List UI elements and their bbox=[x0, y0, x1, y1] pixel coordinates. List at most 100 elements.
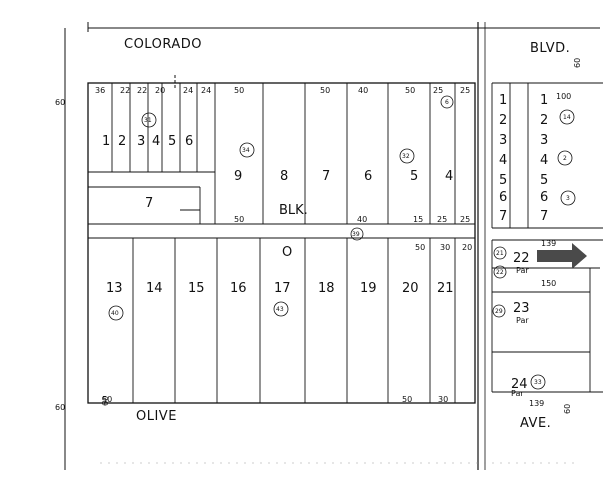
street-olive: OLIVE bbox=[136, 409, 177, 424]
svg-text:50: 50 bbox=[234, 215, 244, 224]
svg-text:6: 6 bbox=[499, 190, 507, 205]
svg-text:13: 13 bbox=[106, 281, 123, 296]
street-width-top: 60 bbox=[573, 58, 582, 68]
svg-text:15: 15 bbox=[413, 215, 423, 224]
east-dims: 100 139 150 139 bbox=[529, 92, 571, 408]
north-small-lots bbox=[88, 83, 216, 224]
svg-text:25: 25 bbox=[433, 86, 443, 95]
svg-text:36: 36 bbox=[95, 86, 105, 95]
block-id: O bbox=[282, 245, 292, 260]
north-large-lots bbox=[262, 83, 456, 224]
svg-text:24: 24 bbox=[201, 86, 211, 95]
svg-text:4: 4 bbox=[499, 153, 507, 168]
street-width-south-left: 60 bbox=[101, 396, 110, 406]
lot-4-large: 4 bbox=[445, 169, 453, 184]
svg-text:24: 24 bbox=[183, 86, 193, 95]
lot-1: 1 bbox=[102, 134, 110, 149]
svg-text:4: 4 bbox=[540, 153, 548, 168]
svg-text:50: 50 bbox=[234, 86, 244, 95]
svg-text:Par: Par bbox=[511, 389, 524, 398]
south-dims: 50 30 20 50 50 30 bbox=[102, 243, 472, 404]
svg-text:39: 39 bbox=[352, 231, 360, 238]
svg-text:50: 50 bbox=[415, 243, 425, 252]
svg-text:43: 43 bbox=[276, 306, 284, 313]
svg-text:1: 1 bbox=[499, 93, 507, 108]
lot-7: 7 bbox=[322, 169, 330, 184]
svg-text:50: 50 bbox=[102, 395, 112, 404]
svg-text:25: 25 bbox=[460, 215, 470, 224]
svg-text:20: 20 bbox=[155, 86, 165, 95]
svg-text:30: 30 bbox=[440, 243, 450, 252]
svg-text:22: 22 bbox=[496, 269, 504, 276]
svg-text:14: 14 bbox=[146, 281, 163, 296]
svg-text:50: 50 bbox=[405, 86, 415, 95]
svg-text:5: 5 bbox=[499, 173, 507, 188]
svg-text:31: 31 bbox=[144, 117, 152, 124]
svg-text:2: 2 bbox=[540, 113, 548, 128]
east-circled-numbers: 14 2 3 21 22 29 33 bbox=[492, 109, 576, 390]
lot-6-large: 6 bbox=[364, 169, 372, 184]
lot-4: 4 bbox=[152, 134, 160, 149]
south-lots bbox=[132, 238, 456, 403]
east-lots-c: 22 23 24 Par Par Par bbox=[511, 251, 530, 398]
svg-text:20: 20 bbox=[402, 281, 419, 296]
street-width-left: 60 bbox=[55, 98, 65, 107]
svg-text:6: 6 bbox=[445, 99, 449, 106]
svg-text:25: 25 bbox=[437, 215, 447, 224]
svg-text:19: 19 bbox=[360, 281, 377, 296]
svg-text:29: 29 bbox=[495, 308, 503, 315]
street-width-bottom-left: 60 bbox=[55, 403, 65, 412]
svg-text:6: 6 bbox=[540, 190, 548, 205]
south-lot-numbers: 13 14 15 16 17 18 19 20 21 bbox=[106, 281, 454, 296]
svg-text:16: 16 bbox=[230, 281, 247, 296]
lot-8: 8 bbox=[280, 169, 288, 184]
svg-text:33: 33 bbox=[534, 379, 542, 386]
block-label: BLK. bbox=[279, 203, 308, 218]
svg-text:30: 30 bbox=[438, 395, 448, 404]
svg-text:5: 5 bbox=[540, 173, 548, 188]
street-colorado: COLORADO bbox=[124, 37, 202, 52]
north-circled-numbers: 31 34 32 6 bbox=[141, 95, 454, 164]
svg-text:20: 20 bbox=[462, 243, 472, 252]
svg-text:50: 50 bbox=[402, 395, 412, 404]
svg-text:3: 3 bbox=[499, 133, 507, 148]
svg-text:23: 23 bbox=[513, 301, 530, 316]
north-bottom-dims: 50 40 15 25 25 bbox=[234, 215, 470, 224]
east-lots-a: 1 2 3 4 5 6 7 bbox=[499, 93, 507, 224]
svg-text:139: 139 bbox=[541, 239, 556, 248]
lot-2: 2 bbox=[118, 134, 126, 149]
svg-text:32: 32 bbox=[402, 153, 410, 160]
lot-5: 5 bbox=[168, 134, 176, 149]
lot-3: 3 bbox=[137, 134, 145, 149]
street-ave: AVE. bbox=[520, 416, 551, 431]
svg-text:Par: Par bbox=[516, 266, 529, 275]
north-top-dims: 36 22 22 20 24 24 50 50 40 50 25 25 bbox=[95, 86, 470, 95]
lot-9: 9 bbox=[234, 169, 242, 184]
east-lots-b: 1 2 3 4 5 6 7 bbox=[540, 93, 548, 224]
block-outline bbox=[87, 82, 476, 404]
lot-6: 6 bbox=[185, 134, 193, 149]
lot-7-left: 7 bbox=[145, 196, 153, 211]
svg-text:34: 34 bbox=[242, 147, 250, 154]
svg-text:22: 22 bbox=[120, 86, 130, 95]
svg-text:139: 139 bbox=[529, 399, 544, 408]
svg-text:Par: Par bbox=[516, 316, 529, 325]
svg-text:150: 150 bbox=[541, 279, 556, 288]
location-arrow-icon bbox=[537, 243, 587, 269]
south-circled-numbers: 40 43 39 bbox=[108, 227, 364, 321]
east-block bbox=[491, 82, 603, 393]
svg-text:21: 21 bbox=[437, 281, 454, 296]
svg-text:24: 24 bbox=[511, 377, 528, 392]
street-width-south-right: 60 bbox=[563, 404, 572, 414]
svg-text:50: 50 bbox=[320, 86, 330, 95]
svg-text:1: 1 bbox=[540, 93, 548, 108]
svg-text:40: 40 bbox=[111, 310, 119, 317]
svg-text:100: 100 bbox=[556, 92, 571, 101]
svg-text:40: 40 bbox=[358, 86, 368, 95]
svg-text:2: 2 bbox=[499, 113, 507, 128]
svg-text:18: 18 bbox=[318, 281, 335, 296]
svg-text:17: 17 bbox=[274, 281, 291, 296]
svg-text:21: 21 bbox=[496, 250, 504, 257]
street-blvd: BLVD. bbox=[530, 41, 570, 56]
